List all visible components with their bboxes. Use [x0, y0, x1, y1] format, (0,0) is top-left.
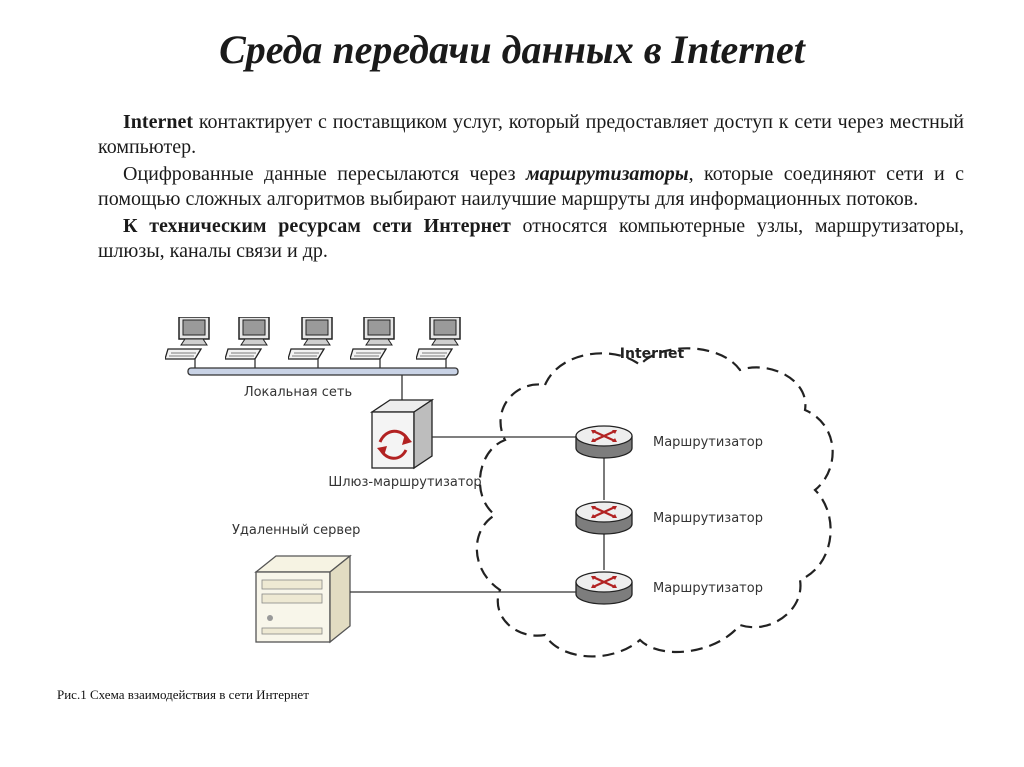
paragraph-2-text-after: , которые соединяют сети и с помощью сло…	[98, 163, 964, 210]
lan-label: Локальная сеть	[244, 385, 352, 400]
internet-label: Internet	[620, 346, 685, 362]
paragraph-3: К техническим ресурсам сети Интернет отн…	[98, 214, 964, 264]
paragraph-1-text: контактирует с поставщиком услуг, которы…	[98, 111, 964, 158]
body-text: Internet контактирует с поставщиком услу…	[98, 110, 964, 266]
computer-icon	[416, 317, 461, 360]
gateway-icon	[369, 398, 435, 470]
slide-title: Среда передачи данных в Internet	[219, 27, 805, 72]
server-icon	[254, 554, 352, 644]
internet-cloud	[475, 347, 834, 658]
computer-icon	[288, 317, 333, 360]
computer-icon	[350, 317, 395, 360]
paragraph-2: Оцифрованные данные пересылаются через м…	[98, 162, 964, 212]
remote-server-label: Удаленный сервер	[232, 523, 360, 538]
network-diagram: Internet Локальная сеть	[165, 317, 834, 658]
computer-icon	[165, 317, 210, 360]
router-icon	[574, 570, 634, 606]
router-label-1: Маршрутизатор	[653, 435, 763, 450]
gateway-label: Шлюз-маршрутизатор	[328, 475, 481, 490]
figure-caption: Рис.1 Схема взаимодействия в сети Интерн…	[57, 687, 309, 702]
paragraph-2-emphasis: маршрутизаторы	[525, 163, 689, 185]
paragraph-1-lead: Internet	[123, 111, 193, 133]
paragraph-2-text-before: Оцифрованные данные пересылаются через	[123, 163, 526, 185]
lan-bus	[187, 367, 459, 376]
router-icon	[574, 424, 634, 460]
paragraph-1: Internet контактирует с поставщиком услу…	[98, 110, 964, 160]
router-label-2: Маршрутизатор	[653, 511, 763, 526]
router-label-3: Маршрутизатор	[653, 581, 763, 596]
computer-icon	[225, 317, 270, 360]
router-icon	[574, 500, 634, 536]
paragraph-3-lead: К техническим ресурсам сети Интернет	[123, 215, 511, 237]
paragraph-3-text: относятся компьютерные узлы, маршрутизат…	[98, 215, 964, 262]
